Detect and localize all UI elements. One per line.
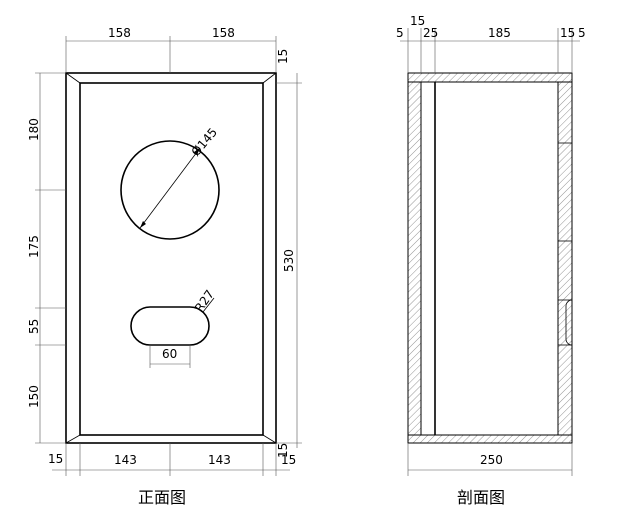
- bottom-right-width: 143: [208, 453, 231, 467]
- bottom-left-width: 143: [114, 453, 137, 467]
- slot-radius-label: R27: [192, 287, 217, 314]
- left-dim-175: 175: [27, 235, 41, 258]
- port-slot: [130, 306, 210, 346]
- top-dim-lines: [65, 36, 277, 73]
- left-dim-55: 55: [27, 319, 41, 334]
- bottom-right-thickness: 15: [281, 453, 296, 467]
- section-dim-15-right: 15: [560, 26, 575, 40]
- miter-lines: [65, 72, 277, 444]
- front-view-caption: 正面图: [138, 488, 186, 507]
- top-panel: [407, 72, 573, 83]
- circle-diameter-label: Ø145: [189, 125, 221, 159]
- left-dim-180: 180: [27, 118, 41, 141]
- bottom-dim-lines: [52, 443, 290, 476]
- back-panel: [557, 81, 573, 436]
- diameter-line: [139, 147, 201, 229]
- section-bottom-dim-lines: [407, 443, 573, 476]
- section-view-caption: 剖面图: [457, 488, 505, 507]
- top-left-width: 158: [108, 26, 131, 40]
- section-dim-185: 185: [488, 26, 511, 40]
- slot-width-dim: [149, 345, 191, 368]
- bottom-panel: [407, 434, 573, 444]
- section-view: 5 15 25 185 15 5 250 剖面图: [396, 14, 586, 507]
- section-width-250: 250: [480, 453, 503, 467]
- top-thickness: 15: [276, 49, 290, 64]
- speaker-hole: [120, 140, 220, 240]
- section-dim-5-right: 5: [578, 26, 586, 40]
- bottom-left-thickness: 15: [48, 452, 63, 466]
- port-section-curve: [565, 299, 573, 346]
- right-dim-lines: [276, 73, 302, 448]
- front-inner-frame: [79, 82, 264, 436]
- front-baffle: [407, 81, 422, 436]
- front-outer-frame: [65, 72, 277, 444]
- front-view: Ø145 R27 60 158 158 15: [27, 26, 302, 507]
- right-height: 530: [282, 249, 296, 272]
- section-dim-25: 25: [423, 26, 438, 40]
- section-dim-15-top: 15: [410, 14, 425, 28]
- bottom-thickness-vertical: 15: [276, 443, 290, 458]
- left-dim-lines: [35, 72, 66, 444]
- section-top-dim-lines: [400, 28, 580, 73]
- section-dim-5-left: 5: [396, 26, 404, 40]
- radius-leader: [202, 297, 215, 313]
- top-right-width: 158: [212, 26, 235, 40]
- slot-width-label: 60: [162, 347, 177, 361]
- hole-cut-marks: [558, 142, 572, 346]
- left-dim-150: 150: [27, 385, 41, 408]
